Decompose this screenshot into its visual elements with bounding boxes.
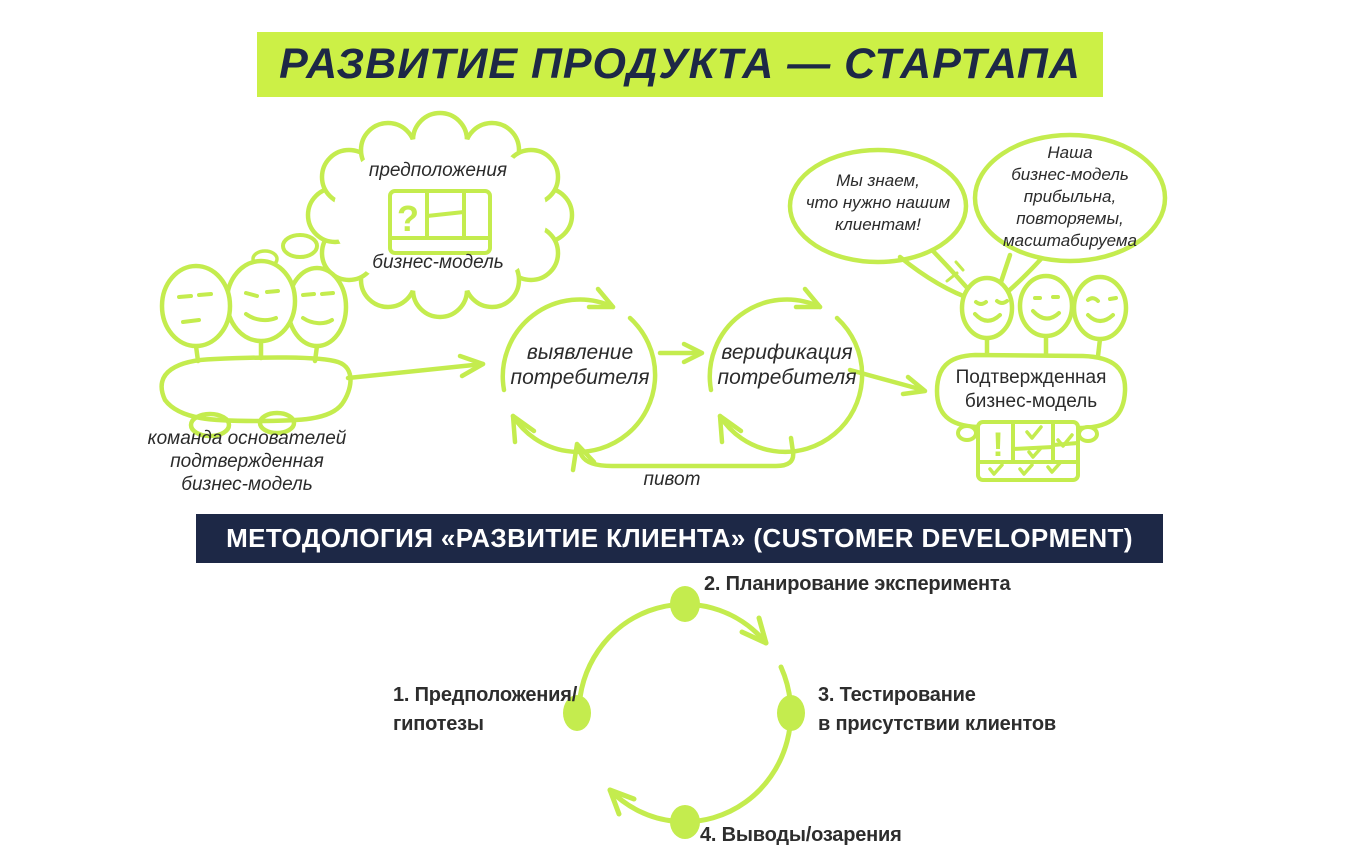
speech-line: клиентам!: [835, 215, 921, 234]
canvas-sketch-icon: ?: [388, 189, 492, 255]
speech-right-text: Наша бизнес-модель прибыльна, повторяемы…: [1003, 142, 1137, 252]
confirmed-line: бизнес-модель: [964, 391, 1098, 412]
validated-canvas-icon: !: [956, 420, 1099, 482]
stage-line: потребителя: [717, 366, 857, 389]
speech-line: бизнес-модель: [1011, 165, 1129, 184]
customer-discovery-loop-icon: [500, 286, 658, 455]
happy-team-icon: [945, 260, 1129, 359]
stage-customer-validation-label: верификация потребителя: [718, 340, 857, 390]
speech-line: Наша: [1047, 143, 1093, 162]
pivot-loop-arrow-icon: [570, 435, 796, 473]
methodology-banner: МЕТОДОЛОГИЯ «РАЗВИТИЕ КЛИЕНТА» (CUSTOMER…: [196, 514, 1163, 563]
canvas-question-mark: ?: [397, 198, 419, 239]
cycle-step-2-label: 2. Планирование эксперимента: [704, 570, 1011, 599]
speech-line: что нужно нашим: [805, 193, 951, 212]
speech-line: Мы знаем,: [836, 171, 920, 190]
page-title: РАЗВИТИЕ ПРОДУКТА — СТАРТАПА: [279, 40, 1081, 88]
arrow-discovery-to-validation: [657, 341, 705, 365]
canvas-checkmarks: [988, 425, 1074, 476]
step-line: гипотезы: [393, 713, 484, 735]
stage-customer-discovery-label: выявление потребителя: [511, 340, 650, 390]
step-line: 2. Планирование эксперимента: [704, 573, 1011, 595]
speech-bubble-right-icon: [972, 132, 1168, 301]
founders-team-icon: [159, 258, 353, 439]
confirmed-business-model-label: Подтвержденная бизнес-модель: [956, 366, 1107, 414]
caption-line: подтвержденная: [170, 451, 324, 472]
founder-faces: [177, 289, 335, 326]
speech-line: повторяемы,: [1016, 209, 1124, 228]
step-line: 3. Тестирование: [818, 684, 976, 706]
step-line: 1. Предположения/: [393, 684, 578, 706]
cycle-step-1-label: 1. Предположения/ гипотезы: [393, 681, 577, 739]
speech-line: прибыльна,: [1023, 187, 1117, 206]
speech-left-text: Мы знаем, что нужно нашим клиентам!: [806, 170, 950, 236]
caption-line: команда основателей: [147, 428, 347, 449]
canvas-exclamation-mark: !: [992, 426, 1003, 464]
cycle-step-3-label: 3. Тестирование в присутствии клиентов: [818, 681, 1056, 739]
cloud-label-assumptions: предположения: [368, 160, 508, 181]
methodology-title: МЕТОДОЛОГИЯ «РАЗВИТИЕ КЛИЕНТА» (CUSTOMER…: [226, 523, 1133, 553]
happy-faces: [973, 295, 1118, 323]
step-line: 4. Выводы/озарения: [700, 824, 902, 846]
caption-line: бизнес-модель: [181, 474, 313, 495]
cycle-arrows-icon: [563, 586, 805, 839]
arrow-validation-to-confirmed: [847, 367, 928, 397]
founders-caption: команда основателей подтвержденная бизне…: [148, 427, 347, 496]
title-banner: РАЗВИТИЕ ПРОДУКТА — СТАРТАПА: [257, 32, 1103, 97]
speech-line: масштабируема: [1003, 231, 1137, 250]
cycle-step-4-label: 4. Выводы/озарения: [700, 821, 902, 850]
arrow-team-to-discovery: [345, 353, 486, 381]
customer-validation-loop-icon: [707, 286, 865, 455]
confirmed-line: Подтвержденная: [955, 367, 1107, 388]
step-line: в присутствии клиентов: [818, 713, 1056, 735]
cycle-step-dots: [563, 586, 805, 839]
cloud-label-business-model: бизнес-модель: [372, 252, 504, 273]
pivot-label: пивот: [643, 469, 701, 490]
stage-line: потребителя: [510, 366, 650, 389]
stage-line: верификация: [721, 341, 853, 364]
stage-line: выявление: [526, 341, 634, 364]
